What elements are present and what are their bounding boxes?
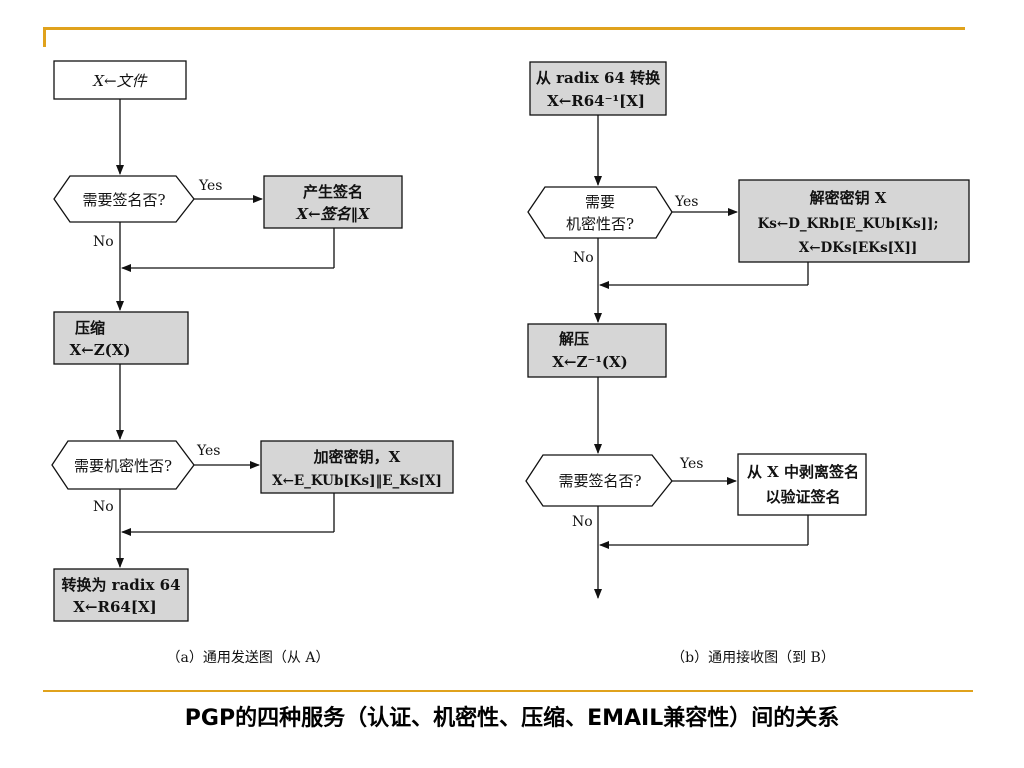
encrypt-label-1: 加密密钥，X — [313, 448, 401, 466]
sign-box — [263, 175, 403, 229]
decompress-box — [527, 323, 667, 378]
sign-label-1: 产生签名 — [303, 183, 363, 201]
decompress-label-1: 解压 — [559, 330, 589, 348]
radix-label-1: 转换为 radix 64 — [61, 576, 180, 594]
sign-label-2: X←签名‖X — [295, 205, 371, 223]
from-radix-label-2: X←R64⁻¹[X] — [547, 92, 645, 110]
decrypt-label-3: X←DKs[EKs[X]] — [799, 240, 917, 256]
receive-sub-caption: （b）通用接收图（到 B） — [671, 649, 835, 666]
compress-label-2: X←Z(X) — [70, 341, 131, 359]
slide-caption: PGP的四种服务（认证、机密性、压缩、EMAIL兼容性）间的关系 — [184, 706, 840, 731]
encrypt-box — [260, 440, 454, 494]
compress-label-1: 压缩 — [75, 319, 105, 337]
decision-signature-label: 需要签名否? — [82, 191, 165, 209]
bottom-rule — [43, 690, 973, 692]
top-rule — [43, 27, 965, 30]
decision-confidentiality-r-label-1: 需要 — [585, 193, 615, 211]
top-rule-tick — [43, 27, 46, 47]
decision-confidentiality-no: No — [93, 499, 114, 515]
verify-label-2: 以验证签名 — [765, 488, 840, 506]
decision-signature-yes: Yes — [198, 178, 223, 194]
radix-label-2: X←R64[X] — [73, 598, 156, 616]
send-flowchart-text: X←文件 需要签名否? Yes No 产生签名 X←签名‖X 压缩 X←Z(X)… — [61, 72, 441, 666]
decision-signature-r-yes: Yes — [679, 456, 704, 472]
decompress-label-2: X←Z⁻¹(X) — [552, 353, 627, 371]
decision-confidentiality-yes: Yes — [196, 443, 221, 459]
compress-box — [53, 311, 189, 365]
verify-label-1: 从 X 中剥离签名 — [747, 463, 859, 481]
encrypt-label-2: X←E_KUb[Ks]‖E_Ks[X] — [272, 473, 442, 489]
decrypt-box — [738, 179, 970, 263]
from-radix-box — [529, 61, 667, 116]
decision-signature-r-label: 需要签名否? — [558, 472, 641, 490]
send-sub-caption: （a）通用发送图（从 A） — [167, 650, 330, 666]
pgp-flowcharts: X←文件 需要签名否? Yes No 产生签名 X←签名‖X 压缩 X←Z(X)… — [51, 60, 970, 666]
decision-signature-no: No — [93, 234, 114, 250]
decision-confidentiality-r-no: No — [573, 250, 594, 266]
verify-box — [737, 453, 867, 516]
radix-box — [53, 568, 189, 622]
decision-confidentiality-r-yes: Yes — [674, 194, 699, 210]
receive-flowchart-text: 从 radix 64 转换 X←R64⁻¹[X] 需要 机密性否? Yes No… — [536, 69, 939, 666]
decrypt-label-1: 解密密钥 X — [810, 189, 887, 207]
start-box — [53, 60, 187, 100]
decision-confidentiality-r-label-2: 机密性否? — [566, 215, 634, 233]
start-label: X←文件 — [92, 72, 148, 90]
decrypt-label-2: Ks←D_KRb[E_KUb[Ks]]; — [758, 216, 939, 232]
send-flowchart — [51, 60, 454, 622]
receive-flowchart — [525, 61, 970, 599]
from-radix-label-1: 从 radix 64 转换 — [536, 69, 661, 87]
decision-signature-r-no: No — [572, 514, 593, 530]
decision-confidentiality-label: 需要机密性否? — [74, 457, 172, 475]
